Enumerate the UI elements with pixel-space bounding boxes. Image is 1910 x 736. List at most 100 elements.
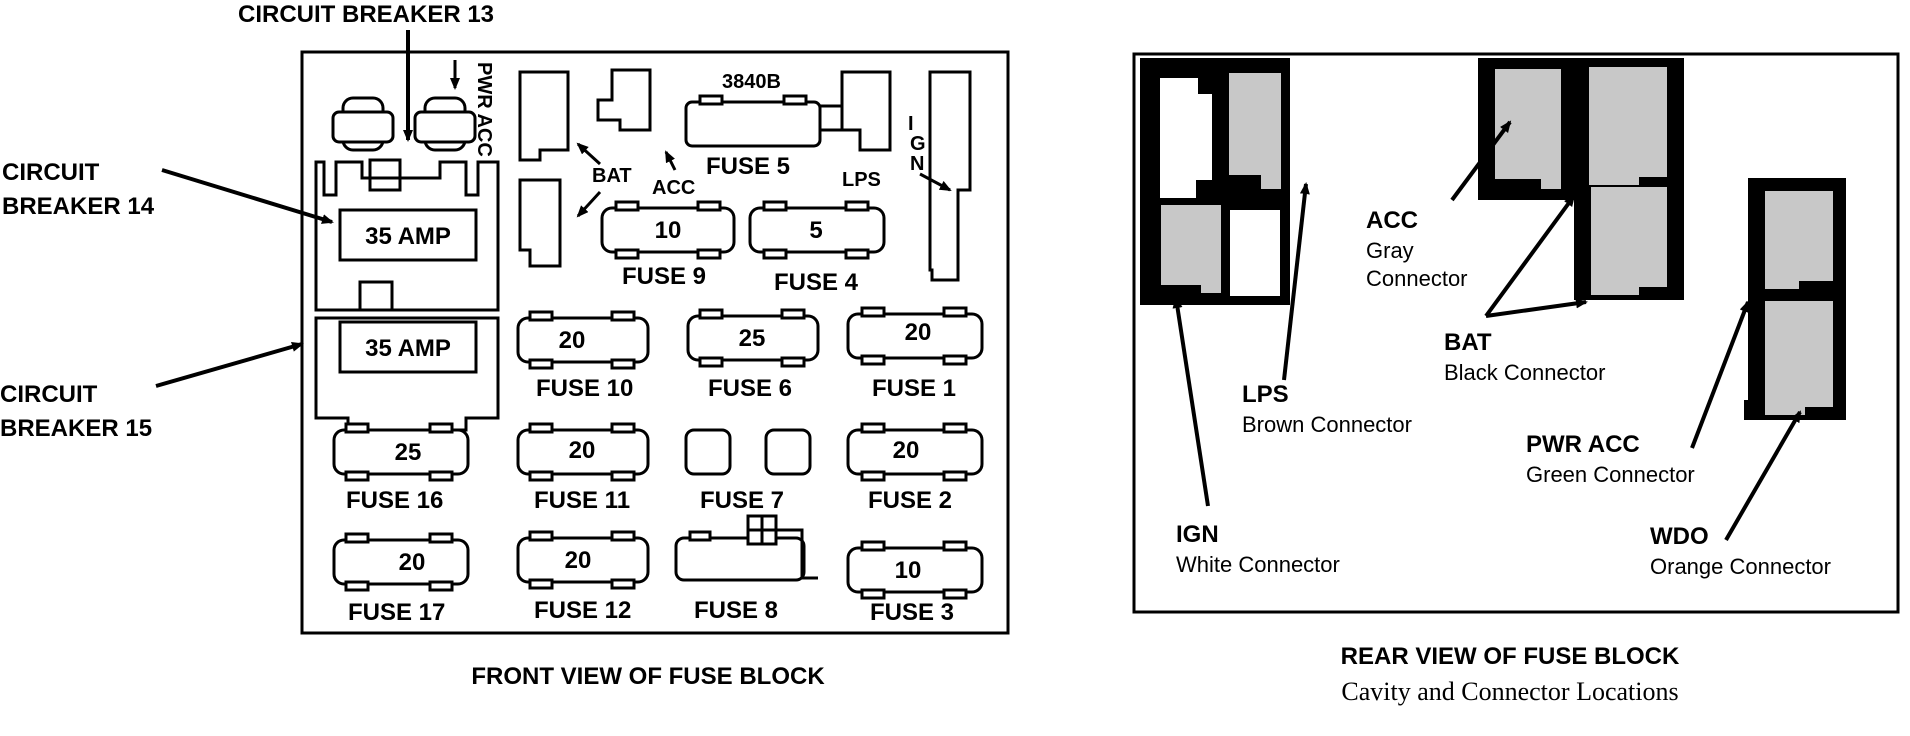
wdo-connector-arrow (1724, 410, 1802, 542)
rear-pwr-acc-connector (1763, 189, 1835, 291)
fuse-12-label: FUSE 12 (534, 597, 631, 624)
ign-label-i: I (908, 113, 914, 135)
fuse-2: 20 FUSE 2 (846, 422, 984, 514)
bat-desc: Black Connector (1444, 360, 1605, 385)
fuse-17-value: 20 (399, 549, 426, 576)
front-view-title: FRONT VIEW OF FUSE BLOCK (471, 663, 825, 690)
fuse-1-label: FUSE 1 (872, 375, 956, 402)
cb15-line2: BREAKER 15 (0, 415, 152, 442)
bat-arrow-down (576, 190, 602, 218)
wdo-name: WDO (1650, 523, 1709, 550)
acc-label: ACC (652, 177, 695, 199)
fuse-6-label: FUSE 6 (708, 375, 792, 402)
fuse-4-body (748, 206, 886, 254)
rear-ign-connector (1159, 203, 1223, 295)
rear-view-subtitle: Cavity and Connector Locations (1341, 677, 1678, 706)
rear-bat-connector-top (1587, 65, 1669, 187)
fuse-12-value: 20 (565, 547, 592, 574)
ign-label-n: N (910, 153, 924, 175)
pwr-acc-name: PWR ACC (1526, 431, 1640, 458)
acc-connector-arrow (1450, 120, 1512, 202)
fuse-7-label: FUSE 7 (700, 487, 784, 514)
fuse-11-label: FUSE 11 (534, 487, 630, 514)
fuse-16-label: FUSE 16 (346, 487, 443, 514)
rear-fuse-block-outline (1132, 52, 1900, 614)
fuse-17-label: FUSE 17 (348, 599, 445, 626)
front-view: CIRCUIT BREAKER 13 PWR ACC 35 AMP CIRCUI… (0, 1, 1010, 690)
rear-view: ACC Gray Connector BAT Black Connector L… (1132, 52, 1900, 706)
acc-name: ACC (1366, 207, 1418, 234)
front-cavities (518, 68, 972, 282)
fuse-6-value: 25 (739, 325, 766, 352)
cb15-arrow (155, 341, 304, 388)
fuse-3: 10 FUSE 3 (846, 540, 984, 626)
fuse-5-body (684, 100, 822, 148)
wdo-desc: Orange Connector (1650, 554, 1831, 579)
fuse-6: 25 FUSE 6 (686, 308, 820, 402)
fuse-4-label: FUSE 4 (774, 269, 859, 296)
bat-arrow-up (576, 142, 602, 166)
fuse-1: 20 FUSE 1 (846, 306, 984, 402)
fuse-16: 25 FUSE 16 (332, 422, 470, 514)
circuit-breaker-15-box (338, 320, 478, 374)
acc-arrow (664, 150, 677, 171)
acc-desc2: Connector (1366, 266, 1468, 291)
rear-acc-connector (1493, 67, 1563, 191)
lps-connector-arrow (1282, 182, 1310, 381)
rear-view-title: REAR VIEW OF FUSE BLOCK (1341, 643, 1680, 670)
fuse-10-value: 20 (559, 327, 586, 354)
amp-bottom-label: 35 AMP (365, 335, 451, 362)
bat-name: BAT (1444, 329, 1492, 356)
lps-label: LPS (842, 169, 881, 191)
bat-connector-arrow-1 (1484, 194, 1576, 318)
breaker-posts (331, 96, 477, 152)
ign-desc: White Connector (1176, 552, 1340, 577)
fuse-10: 20 FUSE 10 (516, 310, 650, 402)
fuse-1-value: 20 (905, 319, 932, 346)
rear-wdo-connector (1763, 299, 1835, 417)
ign-label-g: G (910, 133, 926, 155)
fuse-3-value: 10 (895, 557, 922, 584)
cb15-line1: CIRCUIT (0, 381, 98, 408)
cb14-line1: CIRCUIT (2, 159, 100, 186)
fuse-2-value: 20 (893, 437, 920, 464)
pwr-acc-label: PWR ACC (473, 62, 495, 157)
circuit-breaker-15-housing (314, 316, 500, 432)
fuse-10-label: FUSE 10 (536, 375, 633, 402)
fuse-7: FUSE 7 (684, 428, 812, 514)
rear-bat-connector-bottom (1589, 185, 1669, 297)
ign-arrow (919, 172, 952, 192)
pwr-acc-desc: Green Connector (1526, 462, 1695, 487)
acc-desc: Gray (1366, 238, 1414, 263)
cb14-arrow (161, 168, 334, 224)
fuse-12: 20 FUSE 12 (516, 530, 650, 624)
circuit-breaker-13-label: CIRCUIT BREAKER 13 (238, 1, 494, 28)
fuse-4-value: 5 (809, 217, 822, 244)
amp-top-label: 35 AMP (365, 223, 451, 250)
fuse-8-label: FUSE 8 (694, 597, 778, 624)
lps-desc: Brown Connector (1242, 412, 1412, 437)
fuse-16-value: 25 (395, 439, 422, 466)
fuse-5-label: FUSE 5 (706, 153, 790, 180)
fuse-2-label: FUSE 2 (868, 487, 952, 514)
fuse-11: 20 FUSE 11 (516, 422, 650, 514)
bat-label: BAT (592, 165, 632, 187)
bat-connector-arrow-2 (1485, 298, 1588, 318)
circuit-breaker-14-housing (314, 160, 500, 312)
circuit-breaker-14-box (338, 208, 478, 262)
rear-lps-connector (1227, 71, 1283, 191)
cb14-line2: BREAKER 14 (2, 193, 155, 220)
fuse-8: FUSE 8 (674, 514, 818, 624)
fuse-11-value: 20 (569, 437, 596, 464)
pwr-acc-connector-arrow (1690, 300, 1750, 449)
code-label: 3840B (722, 71, 781, 93)
fuse-9-label: FUSE 9 (622, 263, 706, 290)
fuse-9-body (600, 206, 736, 254)
fuse-3-label: FUSE 3 (870, 599, 954, 626)
ign-name: IGN (1176, 521, 1219, 548)
lps-name: LPS (1242, 381, 1289, 408)
fuse-17: 20 FUSE 17 (332, 532, 470, 626)
ign-connector-arrow (1172, 296, 1210, 507)
fuse-9-value: 10 (655, 217, 682, 244)
